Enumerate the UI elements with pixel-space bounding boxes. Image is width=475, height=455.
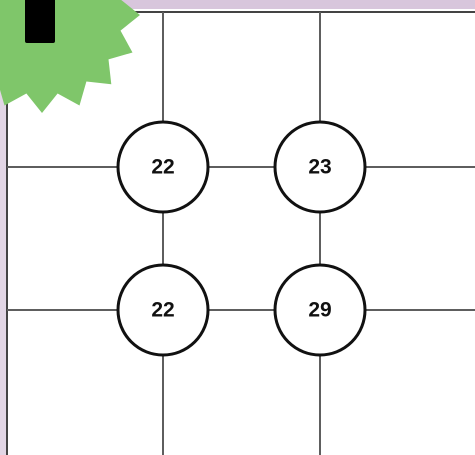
- starburst-shape: [0, 0, 140, 113]
- board-node[interactable]: 22: [118, 122, 208, 212]
- node-value: 29: [308, 299, 331, 322]
- node-value: 23: [308, 156, 331, 179]
- node-value: 22: [151, 156, 174, 179]
- board-node[interactable]: 23: [275, 122, 365, 212]
- green-starburst-icon: [0, 0, 150, 120]
- badge-black-mark: [25, 0, 55, 43]
- node-value: 22: [151, 299, 174, 322]
- board-node[interactable]: 29: [275, 265, 365, 355]
- board-node[interactable]: 22: [118, 265, 208, 355]
- nodes-layer: 22 23 22 29: [118, 122, 365, 355]
